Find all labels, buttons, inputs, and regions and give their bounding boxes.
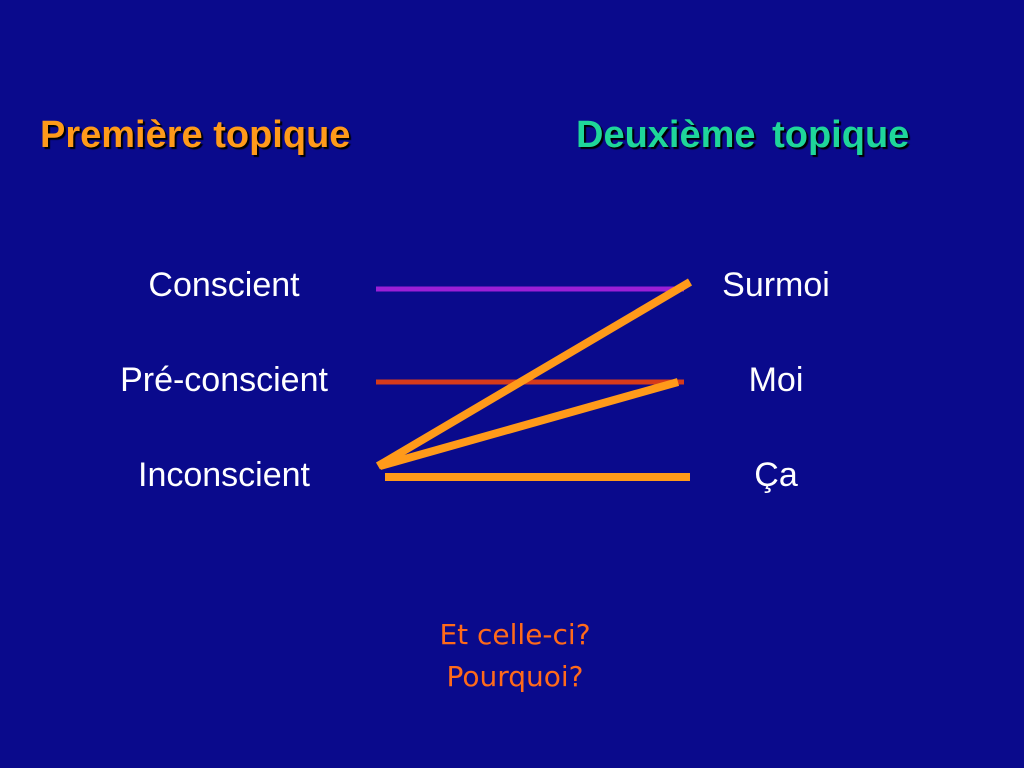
line-inconscient-surmoi xyxy=(375,278,693,470)
first-topic-heading: Première topique xyxy=(40,114,351,156)
term-surmoi: Surmoi xyxy=(722,266,830,304)
term-moi: Moi xyxy=(748,361,804,399)
term-conscient: Conscient xyxy=(148,266,300,304)
question-why: Pourquoi? xyxy=(446,660,584,693)
term-preconscient: Pré-conscient xyxy=(120,361,328,399)
second-topic-heading: Deuxième topique xyxy=(576,114,910,156)
question-which: Et celle-ci? xyxy=(439,618,591,651)
line-inconscient-moi xyxy=(378,378,680,470)
term-inconscient: Inconscient xyxy=(138,456,310,494)
term-ca: Ça xyxy=(754,456,798,494)
